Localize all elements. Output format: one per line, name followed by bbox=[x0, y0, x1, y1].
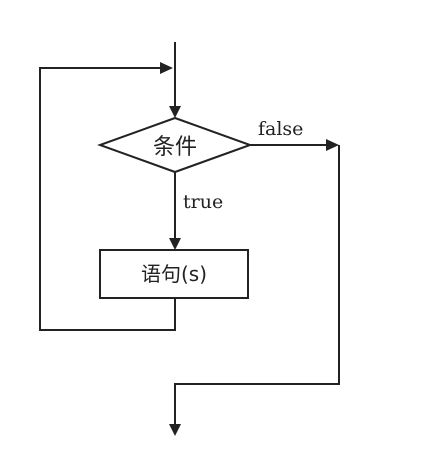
false-branch-arrowhead bbox=[326, 139, 339, 151]
exit-line bbox=[174, 145, 340, 428]
condition-label: 条件 bbox=[153, 135, 197, 160]
statement-box bbox=[99, 249, 249, 299]
false-label: false bbox=[258, 118, 303, 140]
exit-arrowhead bbox=[169, 424, 181, 436]
loop-back-arrowhead bbox=[160, 62, 173, 74]
entry-arrowhead bbox=[169, 106, 181, 118]
true-label: true bbox=[183, 191, 223, 213]
true-branch-arrowhead bbox=[169, 238, 181, 250]
loop-back-line bbox=[39, 67, 176, 331]
statement-label: 语句(s) bbox=[141, 262, 207, 286]
